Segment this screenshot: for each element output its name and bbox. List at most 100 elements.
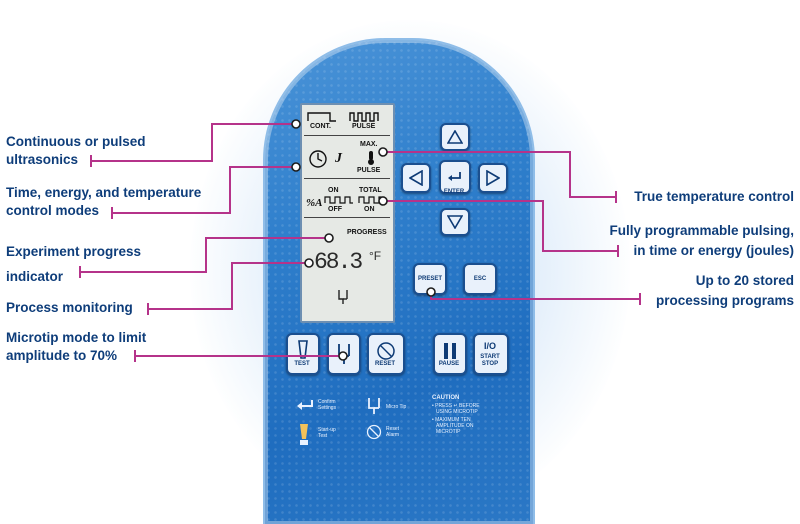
leader-anchor: [291, 162, 301, 172]
right-arrow-icon: [486, 170, 500, 186]
esc-label: ESC: [473, 275, 487, 282]
clock-icon: [309, 150, 327, 168]
caution-heading: CAUTION: [432, 395, 460, 401]
callout-line: Fully programmable pulsing,: [609, 223, 794, 238]
startup-legend-icon: [300, 424, 308, 445]
leader-line: [148, 262, 309, 310]
caution-line-1: • PRESS ↵ BEFORE: [432, 403, 480, 409]
lcd-max: MAX.: [360, 141, 378, 148]
lcd-divider: [304, 135, 390, 136]
start-label: START: [480, 354, 500, 360]
leader-line: [91, 123, 296, 162]
start-stop-button[interactable]: [473, 333, 509, 375]
lcd-on: ON: [328, 187, 339, 194]
callout-line: Continuous or pulsed: [6, 134, 146, 149]
callout-process-monitoring: Process monitoring: [6, 299, 133, 317]
lcd-off: OFF: [328, 206, 342, 213]
callout-progress-indicator: Experiment progress indicator: [6, 239, 141, 289]
leader-line: [112, 166, 296, 214]
callout-continuous-pulsed: Continuous or pulsed ultrasonics: [6, 133, 146, 169]
reset-label: RESET: [374, 361, 395, 367]
callout-stored-programs: Up to 20 stored processing programs: [656, 271, 794, 311]
microtip-legend: Micro Tip: [386, 404, 407, 410]
caution-line-5: MICROTIP: [436, 429, 461, 435]
esc-button[interactable]: ESC: [463, 263, 497, 295]
up-arrow-icon: [447, 130, 463, 144]
lcd-divider: [304, 178, 390, 179]
callout-line: True temperature control: [634, 189, 794, 204]
reset-alarm-legend-2: Alarm: [386, 432, 400, 438]
callout-microtip-mode: Microtip mode to limit amplitude to 70%: [6, 329, 146, 365]
startup-legend-1: Start-up: [318, 427, 336, 433]
lcd-temperature: 68.3: [314, 249, 363, 275]
callout-programmable-pulsing: Fully programmable pulsing, in time or e…: [609, 221, 794, 261]
down-arrow-button[interactable]: [440, 208, 470, 236]
lcd-pulse-2: PULSE: [357, 167, 381, 174]
enter-legend-icon: [297, 400, 313, 410]
leader-anchor: [378, 147, 388, 157]
callout-line: Process monitoring: [6, 300, 133, 315]
waveform-icon: [307, 112, 379, 122]
leader-anchor: [304, 258, 314, 268]
right-arrow-button[interactable]: [478, 163, 508, 193]
microtip-icon: [338, 290, 348, 304]
lcd-amplitude: %A: [306, 197, 323, 209]
callout-control-modes: Time, energy, and temperature control mo…: [6, 184, 201, 220]
caution-line-3: • MAXIMUM TEN: [432, 417, 471, 423]
lcd-display: CONT. PULSE J MAX. PULSE %A ON OFF TOTAL…: [300, 103, 395, 323]
pulse-wave-icon: [324, 196, 353, 204]
left-arrow-button[interactable]: [401, 163, 431, 193]
enter-icon: [448, 172, 461, 181]
lcd-cont: CONT.: [310, 123, 331, 130]
confirm-legend-2: Settings: [318, 405, 337, 411]
alarm-off-icon: [377, 342, 395, 360]
reset-alarm-legend-1: Reset: [386, 426, 400, 432]
leader-line: [383, 200, 618, 252]
callout-line: processing programs: [655, 293, 794, 308]
callout-line: control modes: [6, 203, 100, 218]
pause-label: PAUSE: [438, 361, 460, 367]
callout-line: indicator: [6, 269, 64, 284]
leader-line: [80, 237, 329, 273]
pause-button[interactable]: [433, 333, 467, 375]
lcd-divider: [304, 217, 390, 218]
callout-line: ultrasonics: [6, 152, 79, 167]
caution-line-2: USING MICROTIP: [436, 409, 478, 415]
enter-button[interactable]: [439, 160, 471, 194]
pause-icon: [444, 343, 456, 359]
leader-anchor: [378, 196, 388, 206]
lcd-total: TOTAL: [359, 187, 382, 194]
callout-line: Up to 20 stored: [695, 273, 794, 288]
caution-line-4: AMPLITUDE ON: [436, 423, 474, 429]
callout-line: Microtip mode to limit: [6, 330, 147, 345]
leader-anchor: [324, 233, 334, 243]
stop-label: STOP: [481, 361, 499, 367]
leader-anchor: [426, 287, 436, 297]
up-arrow-button[interactable]: [440, 123, 470, 151]
callout-line: in time or energy (joules): [633, 243, 794, 258]
down-arrow-icon: [447, 215, 463, 229]
preset-label: PRESET: [417, 275, 442, 282]
callout-line: Experiment progress: [6, 244, 142, 259]
thermometer-icon: [368, 151, 374, 165]
reset-alarm-legend-icon: [366, 424, 382, 440]
test-label: TEST: [294, 361, 310, 367]
reset-button[interactable]: [367, 333, 405, 375]
leader-anchor: [338, 351, 348, 361]
io-label: I/O: [483, 341, 496, 351]
horn-icon: [298, 340, 308, 359]
startup-legend-2: Test: [318, 433, 328, 439]
lcd-unit: °F: [369, 249, 382, 263]
lcd-progress: PROGRESS: [347, 229, 387, 236]
test-button[interactable]: [286, 333, 320, 375]
lcd-total-on: ON: [364, 206, 375, 213]
lcd-pulse: PULSE: [352, 123, 376, 130]
leader-line: [430, 292, 640, 300]
left-arrow-icon: [409, 170, 423, 186]
callout-temperature-control: True temperature control: [634, 188, 794, 206]
callout-line: amplitude to 70%: [6, 348, 118, 363]
confirm-legend-1: Confirm: [318, 399, 336, 405]
enter-label: ENTER: [443, 189, 465, 195]
callout-line: Time, energy, and temperature: [6, 185, 202, 200]
